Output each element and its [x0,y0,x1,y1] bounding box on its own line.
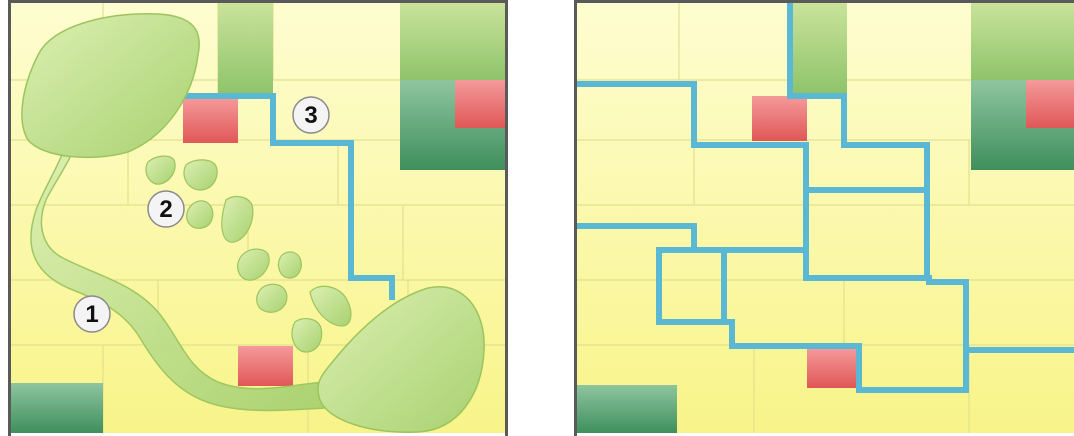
dark-green-tile [577,385,677,433]
left-panel: 1 2 3 [8,0,508,436]
red-tile [455,80,505,128]
red-tile [807,348,862,388]
callout-3: 3 [293,97,329,133]
dark-green-tile [11,383,103,433]
right-panel-canvas [574,0,1074,436]
green-tile [218,3,273,93]
callout-2: 2 [148,191,184,227]
callout-3-label: 3 [304,102,317,129]
right-panel [574,0,1074,436]
green-tile [792,3,847,93]
red-tile [183,98,238,143]
red-tile [238,346,293,386]
red-tile [752,96,807,141]
green-tile [400,3,505,80]
callout-2-label: 2 [159,196,172,223]
left-panel-canvas: 1 2 3 [8,0,508,436]
red-tile [1026,80,1074,128]
callout-1-label: 1 [85,301,98,328]
green-tile [971,3,1074,80]
callout-1: 1 [74,296,110,332]
